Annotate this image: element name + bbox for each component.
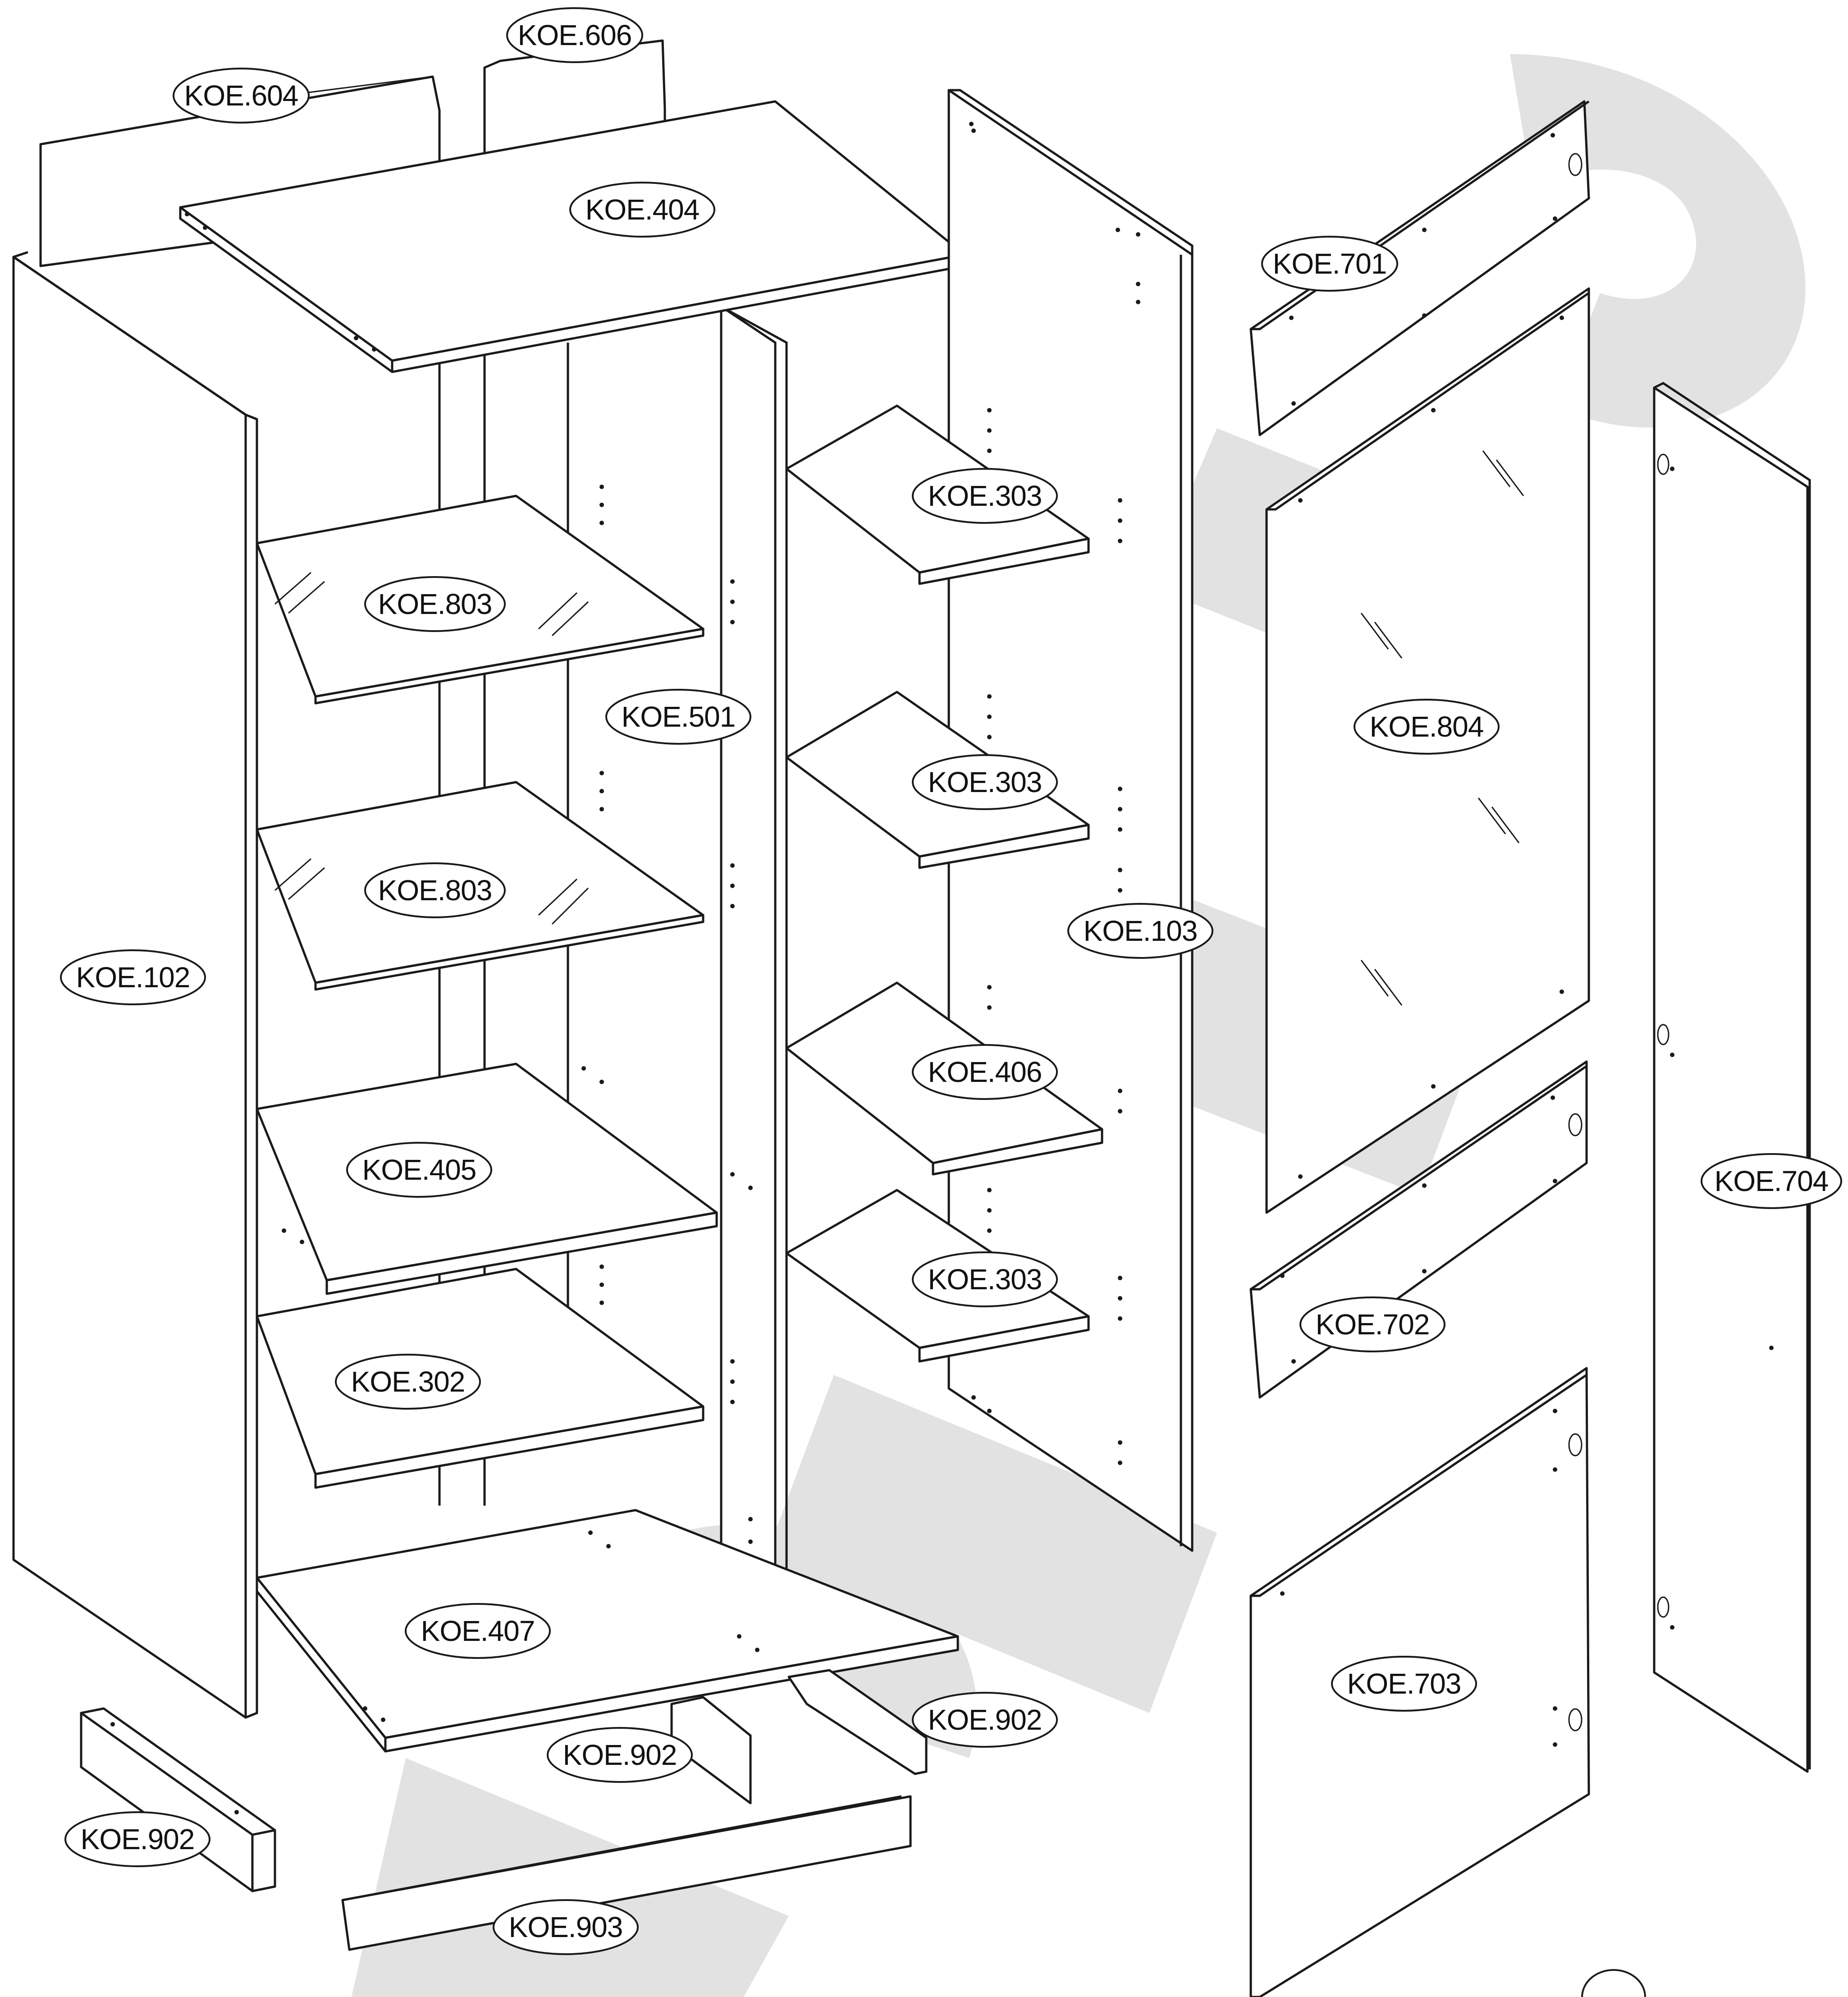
svg-text:KOE.701: KOE.701	[1273, 247, 1387, 280]
door-rail-top	[1249, 100, 1590, 436]
label-koe-701: KOE.701	[1261, 236, 1398, 292]
svg-text:KOE.902: KOE.902	[563, 1739, 677, 1771]
label-koe-704: KOE.704	[1701, 1153, 1842, 1209]
svg-text:KOE.103: KOE.103	[1084, 915, 1198, 947]
label-koe-902-left: KOE.902	[64, 1811, 210, 1867]
svg-text:KOE.903: KOE.903	[509, 1911, 623, 1943]
label-koe-604: KOE.604	[173, 68, 310, 124]
label-koe-102: KOE.102	[60, 949, 206, 1005]
left-side-panel-edge	[12, 251, 258, 1719]
label-koe-501: KOE.501	[605, 689, 751, 745]
shelf-left-lower	[256, 1268, 704, 1475]
drill-dots	[110, 122, 1774, 1814]
svg-text:KOE.102: KOE.102	[76, 961, 190, 994]
partial-label-cut-off	[1581, 1969, 1646, 1997]
svg-text:KOE.501: KOE.501	[622, 701, 736, 733]
svg-text:KOE.902: KOE.902	[81, 1823, 195, 1855]
label-koe-303-third: KOE.303	[912, 1251, 1058, 1307]
label-koe-302: KOE.302	[335, 1354, 481, 1410]
label-koe-902-middle: KOE.902	[547, 1727, 693, 1783]
svg-text:KOE.302: KOE.302	[351, 1365, 465, 1398]
glass-hatches	[274, 450, 1524, 1006]
svg-text:KOE.407: KOE.407	[421, 1615, 535, 1647]
svg-text:KOE.702: KOE.702	[1316, 1308, 1430, 1341]
svg-text:KOE.303: KOE.303	[928, 766, 1042, 798]
svg-text:KOE.406: KOE.406	[928, 1056, 1042, 1088]
label-koe-406: KOE.406	[912, 1044, 1058, 1100]
svg-text:KOE.704: KOE.704	[1715, 1165, 1829, 1197]
label-koe-103: KOE.103	[1067, 903, 1213, 959]
label-koe-404: KOE.404	[569, 182, 715, 238]
door-tall	[1653, 386, 1809, 1773]
svg-text:KOE.703: KOE.703	[1347, 1667, 1461, 1700]
label-koe-902-right: KOE.902	[912, 1692, 1058, 1748]
label-koe-702: KOE.702	[1299, 1296, 1445, 1352]
svg-text:KOE.604: KOE.604	[184, 79, 298, 112]
label-koe-703: KOE.703	[1331, 1656, 1477, 1712]
svg-text:KOE.803: KOE.803	[378, 588, 492, 620]
label-koe-803-second: KOE.803	[364, 862, 506, 918]
svg-text:KOE.902: KOE.902	[928, 1704, 1042, 1736]
label-koe-407: KOE.407	[405, 1603, 551, 1659]
label-koe-303-top: KOE.303	[912, 468, 1058, 524]
label-koe-804: KOE.804	[1354, 699, 1500, 755]
svg-text:KOE.303: KOE.303	[928, 480, 1042, 512]
middle-divider	[720, 305, 777, 1606]
label-koe-803-top: KOE.803	[364, 576, 506, 632]
label-koe-903: KOE.903	[493, 1899, 639, 1955]
svg-text:KOE.405: KOE.405	[362, 1154, 476, 1186]
svg-text:KOE.606: KOE.606	[518, 19, 632, 51]
label-koe-405: KOE.405	[346, 1142, 492, 1198]
plinth-left	[80, 1707, 276, 1892]
svg-text:KOE.803: KOE.803	[378, 874, 492, 907]
label-koe-303-second: KOE.303	[912, 754, 1058, 810]
svg-text:KOE.804: KOE.804	[1370, 710, 1484, 743]
svg-text:KOE.303: KOE.303	[928, 1263, 1042, 1296]
plinth-rear-2	[787, 1669, 928, 1775]
hinge-holes	[1568, 153, 1670, 1731]
label-koe-606: KOE.606	[506, 7, 643, 63]
svg-text:KOE.404: KOE.404	[586, 193, 700, 226]
